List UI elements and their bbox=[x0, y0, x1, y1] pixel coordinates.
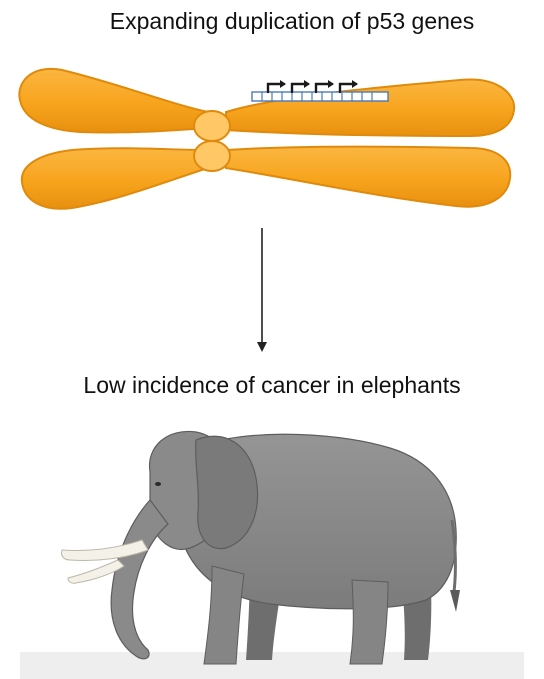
down-arrow-icon bbox=[257, 228, 267, 352]
chromosome-arm bbox=[226, 79, 514, 136]
chromosome-arm bbox=[19, 69, 208, 133]
chromosome-icon bbox=[19, 69, 514, 209]
elephant-trunk bbox=[111, 500, 168, 659]
chromosome-arm bbox=[22, 148, 208, 209]
elephant-leg bbox=[350, 580, 388, 664]
bottom-label: Low incidence of cancer in elephants bbox=[0, 372, 544, 399]
centromere bbox=[194, 141, 230, 171]
elephant-icon bbox=[61, 431, 460, 664]
centromere bbox=[194, 111, 230, 141]
chromosome-arm bbox=[226, 147, 510, 207]
elephant-eye bbox=[155, 482, 161, 486]
